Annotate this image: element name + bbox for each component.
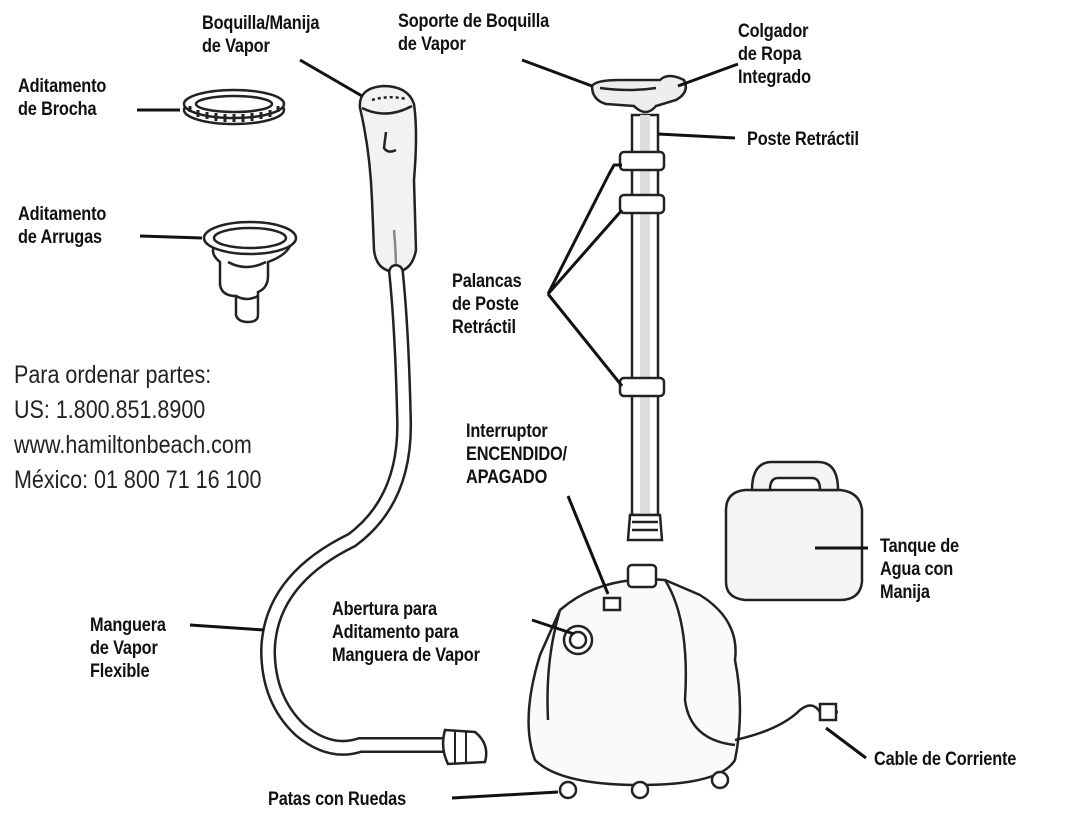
label-hose: Manguera de Vapor Flexible (90, 614, 166, 683)
label-line: Agua con (880, 559, 954, 580)
parts-ordering-info: Para ordenar partes: US: 1.800.851.8900 … (14, 358, 261, 498)
retractable-pole (590, 74, 687, 542)
label-line: de Vapor (202, 36, 270, 57)
label-line: ENCENDIDO/ (466, 444, 567, 465)
info-website: www.hamiltonbeach.com (14, 431, 252, 459)
info-heading: Para ordenar partes: (14, 361, 212, 389)
label-line: Integrado (738, 67, 811, 88)
label-line: Boquilla/Manija (202, 13, 320, 34)
label-nozzle-holder: Soporte de Boquilla de Vapor (398, 10, 549, 56)
info-phone-mexico: México: 01 800 71 16 100 (14, 466, 262, 494)
leader-lines (137, 58, 868, 800)
label-line: Flexible (90, 661, 150, 682)
label-line: de Brocha (18, 99, 97, 120)
label-line: Manija (880, 582, 930, 603)
label-cord: Cable de Corriente (874, 748, 1016, 771)
label-line: de Vapor (398, 34, 466, 55)
label-switch: Interruptor ENCENDIDO/ APAGADO (466, 420, 567, 489)
label-nozzle-handle: Boquilla/Manija de Vapor (202, 12, 319, 58)
label-tank: Tanque de Agua con Manija (880, 535, 959, 604)
label-line: Manguera (90, 615, 166, 636)
label-line: de Poste (452, 294, 519, 315)
label-line: APAGADO (466, 467, 548, 488)
info-phone-us: US: 1.800.851.8900 (14, 396, 206, 424)
label-pole: Poste Retráctil (747, 128, 859, 151)
label-crease: Aditamento de Arrugas (18, 203, 106, 249)
label-line: Patas con Ruedas (268, 789, 407, 810)
water-tank (724, 460, 864, 602)
crease-attachment (202, 220, 298, 324)
label-line: Palancas (452, 271, 522, 292)
brush-attachment (182, 88, 286, 126)
label-line: Aditamento (18, 76, 107, 97)
label-line: Interruptor (466, 421, 548, 442)
label-line: de Arrugas (18, 227, 102, 248)
label-line: Manguera de Vapor (332, 645, 480, 666)
steam-hose (259, 264, 488, 766)
label-line: Poste Retráctil (747, 129, 859, 150)
label-line: Aditamento (18, 204, 107, 225)
label-line: Abertura para (332, 599, 437, 620)
label-line: Cable de Corriente (874, 749, 1017, 770)
label-line: de Ropa (738, 44, 802, 65)
nozzle-handle (358, 84, 418, 274)
label-line: Soporte de Boquilla (398, 11, 550, 32)
label-line: Colgador (738, 21, 809, 42)
base-unit (527, 563, 838, 800)
label-brush: Aditamento de Brocha (18, 75, 106, 121)
label-hose-opening: Abertura para Aditamento para Manguera d… (332, 598, 480, 667)
label-line: Tanque de (880, 536, 959, 557)
label-line: de Vapor (90, 638, 158, 659)
label-levers: Palancas de Poste Retráctil (452, 270, 522, 339)
label-line: Aditamento para (332, 622, 459, 643)
label-line: Retráctil (452, 317, 516, 338)
label-feet: Patas con Ruedas (268, 788, 406, 811)
label-hanger: Colgador de Ropa Integrado (738, 20, 811, 89)
